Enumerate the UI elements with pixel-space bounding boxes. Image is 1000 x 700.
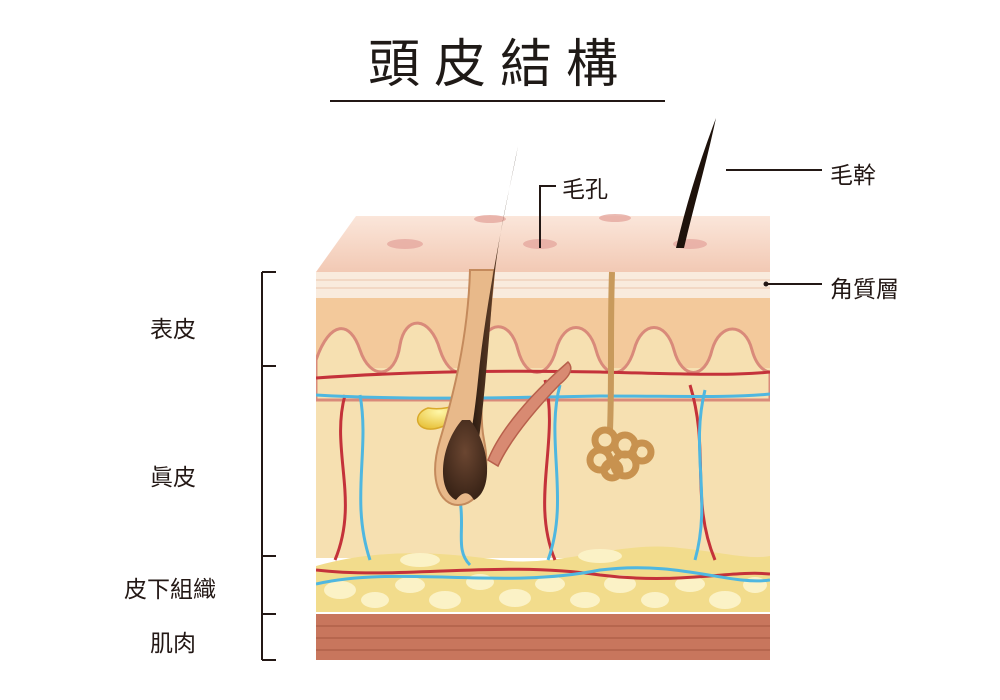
label-stratum-corneum: 角質層 <box>830 277 899 303</box>
stratum-corneum-layer <box>316 272 770 298</box>
stratum-corneum-marker <box>763 281 769 287</box>
arteries <box>316 369 770 580</box>
label-pore: 毛孔 <box>562 177 608 203</box>
title-underline <box>330 100 665 102</box>
epidermis-layer <box>316 298 770 368</box>
page-title: 頭皮結構 <box>367 35 632 95</box>
sweat-gland-duct <box>607 271 615 431</box>
hair-shaft <box>466 146 518 460</box>
muscle-layer <box>316 614 770 660</box>
leader-lines <box>261 169 822 661</box>
label-subcutaneous: 皮下組織 <box>124 577 216 603</box>
label-epidermis: 表皮 <box>150 317 196 343</box>
fat-cells <box>324 549 767 609</box>
label-dermis: 眞皮 <box>150 465 196 491</box>
veins <box>316 384 770 586</box>
hair-bulb <box>443 420 488 500</box>
emerging-hair-shaft <box>676 118 716 248</box>
label-hair-shaft: 毛幹 <box>830 163 876 189</box>
sweat-gland-coil <box>586 426 655 482</box>
label-muscle: 肌肉 <box>150 631 196 657</box>
dermal-papillae <box>316 321 770 402</box>
arrector-pili-muscle <box>487 360 572 468</box>
